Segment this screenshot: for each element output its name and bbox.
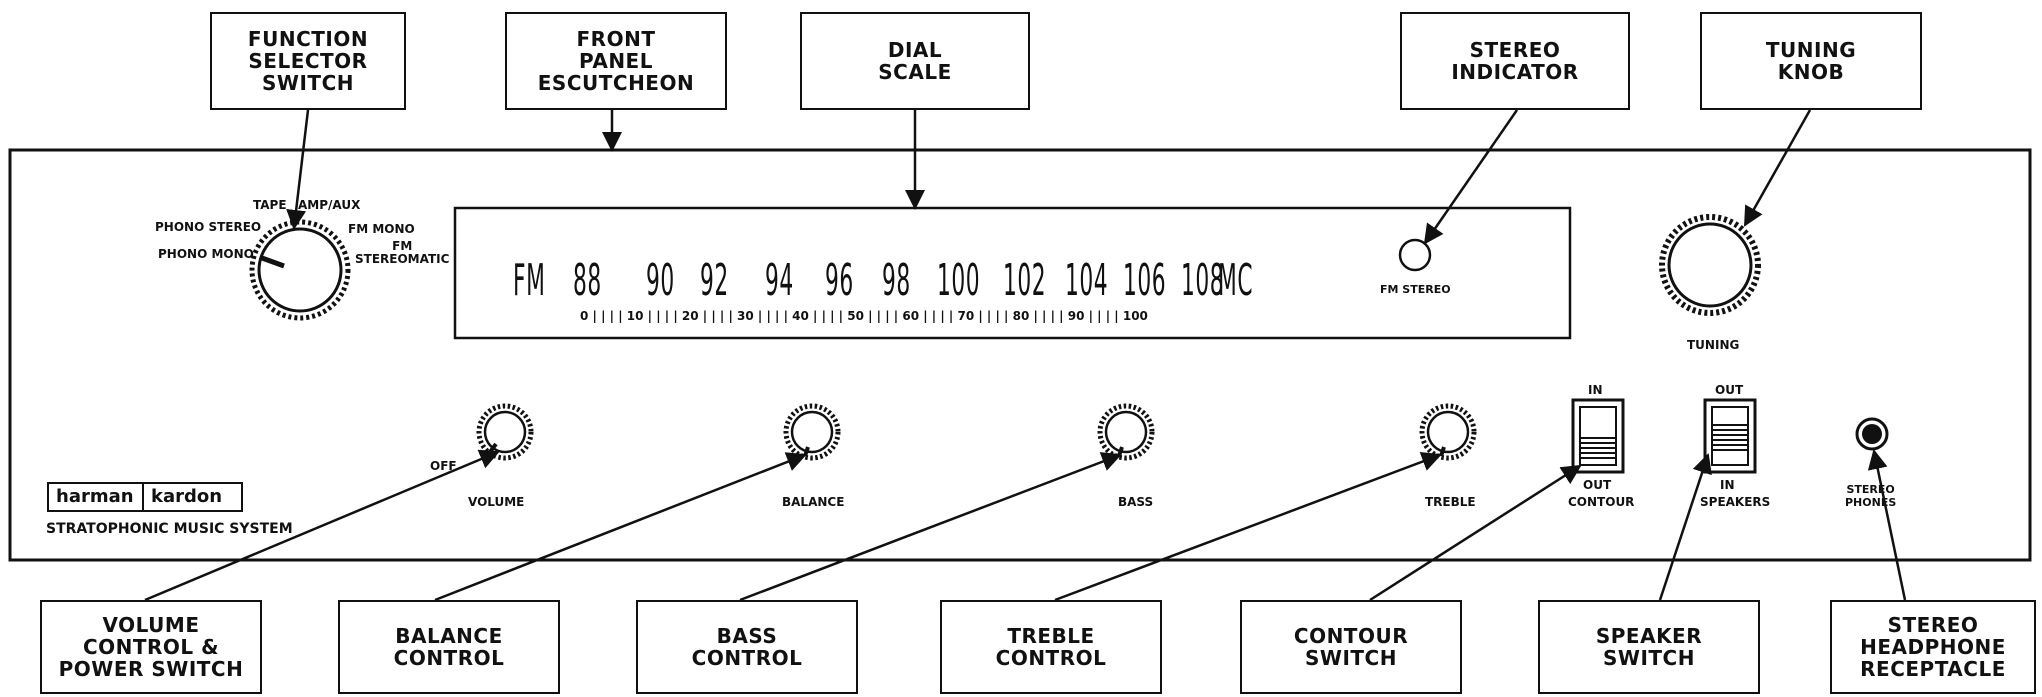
selector-label-tape: TAPE bbox=[253, 198, 287, 212]
speaker-name-label: SPEAKERS bbox=[1700, 495, 1771, 509]
callout-tuning-knob: TUNING KNOB bbox=[1700, 12, 1922, 110]
dial-unit-label: MC bbox=[1218, 255, 1254, 306]
volume-knob-icon bbox=[476, 403, 534, 461]
dial-log-scale: 0 | | | | 10 | | | | 20 | | | | 30 | | |… bbox=[580, 309, 1148, 323]
speaker-top-label: OUT bbox=[1715, 383, 1744, 397]
selector-label-fm-stereomatic: FM STEREOMATIC bbox=[355, 239, 450, 266]
dial-frequency: 108 bbox=[1181, 255, 1225, 306]
callout-function-selector: FUNCTION SELECTOR SWITCH bbox=[210, 12, 406, 110]
callout-treble: TREBLE CONTROL bbox=[940, 600, 1162, 694]
function-selector-knob-icon bbox=[249, 219, 351, 321]
contour-bottom-label: OUT bbox=[1583, 478, 1612, 492]
selector-label-fm-mono: FM MONO bbox=[348, 222, 415, 236]
bass-knob-icon bbox=[1097, 403, 1155, 461]
contour-switch-icon bbox=[1571, 398, 1625, 474]
leader-lines bbox=[144, 109, 1907, 602]
callout-contour: CONTOUR SWITCH bbox=[1240, 600, 1462, 694]
callout-bass: BASS CONTROL bbox=[636, 600, 858, 694]
dial-frequency: 92 bbox=[700, 255, 729, 306]
front-panel bbox=[8, 148, 2032, 562]
volume-label: VOLUME bbox=[468, 495, 525, 509]
callout-volume: VOLUME CONTROL & POWER SWITCH bbox=[40, 600, 262, 694]
tuning-label: TUNING bbox=[1687, 338, 1740, 352]
selector-label-phono-stereo: PHONO STEREO bbox=[155, 220, 262, 234]
dial-frequency: 104 bbox=[1065, 255, 1109, 306]
callout-headphone: STEREO HEADPHONE RECEPTACLE bbox=[1830, 600, 2036, 694]
dial-frequency: 88 bbox=[573, 255, 602, 306]
brand-kardon: kardon bbox=[151, 486, 223, 507]
callout-speaker: SPEAKER SWITCH bbox=[1538, 600, 1760, 694]
phones-label: STEREO PHONES bbox=[1845, 483, 1897, 509]
volume-off-label: OFF bbox=[430, 459, 457, 473]
headphone-jack-icon bbox=[1855, 417, 1889, 451]
tuning-knob-icon bbox=[1659, 214, 1761, 316]
brand-box bbox=[47, 482, 243, 512]
balance-label: BALANCE bbox=[782, 495, 845, 509]
callout-stereo-indicator: STEREO INDICATOR bbox=[1400, 12, 1630, 110]
stereo-indicator-lamp-icon bbox=[1398, 238, 1432, 272]
contour-top-label: IN bbox=[1588, 383, 1603, 397]
brand-harman: harman bbox=[56, 486, 134, 507]
dial-frequency: 90 bbox=[646, 255, 675, 306]
dial-frequency: 96 bbox=[825, 255, 854, 306]
callout-balance: BALANCE CONTROL bbox=[338, 600, 560, 694]
dial-frequency: 98 bbox=[882, 255, 911, 306]
dial-band-label: FM bbox=[513, 255, 546, 306]
callout-dial-scale: DIAL SCALE bbox=[800, 12, 1030, 110]
balance-knob-icon bbox=[783, 403, 841, 461]
selector-label-amp-aux: AMP/AUX bbox=[298, 198, 361, 212]
treble-label: TREBLE bbox=[1425, 495, 1476, 509]
treble-knob-icon bbox=[1419, 403, 1477, 461]
dial-frequency: 100 bbox=[937, 255, 981, 306]
dial-frequency: 94 bbox=[765, 255, 794, 306]
contour-name-label: CONTOUR bbox=[1568, 495, 1635, 509]
dial-frequency: 106 bbox=[1123, 255, 1167, 306]
brand-system: STRATOPHONIC MUSIC SYSTEM bbox=[46, 521, 293, 537]
callout-front-panel: FRONT PANEL ESCUTCHEON bbox=[505, 12, 727, 110]
dial-window bbox=[453, 206, 1572, 340]
stereo-indicator-label: FM STEREO bbox=[1380, 283, 1451, 296]
dial-frequency: 102 bbox=[1003, 255, 1047, 306]
speaker-switch-icon bbox=[1703, 398, 1757, 474]
speaker-bottom-label: IN bbox=[1720, 478, 1735, 492]
bass-label: BASS bbox=[1118, 495, 1154, 509]
selector-label-phono-mono: PHONO MONO bbox=[158, 247, 254, 261]
